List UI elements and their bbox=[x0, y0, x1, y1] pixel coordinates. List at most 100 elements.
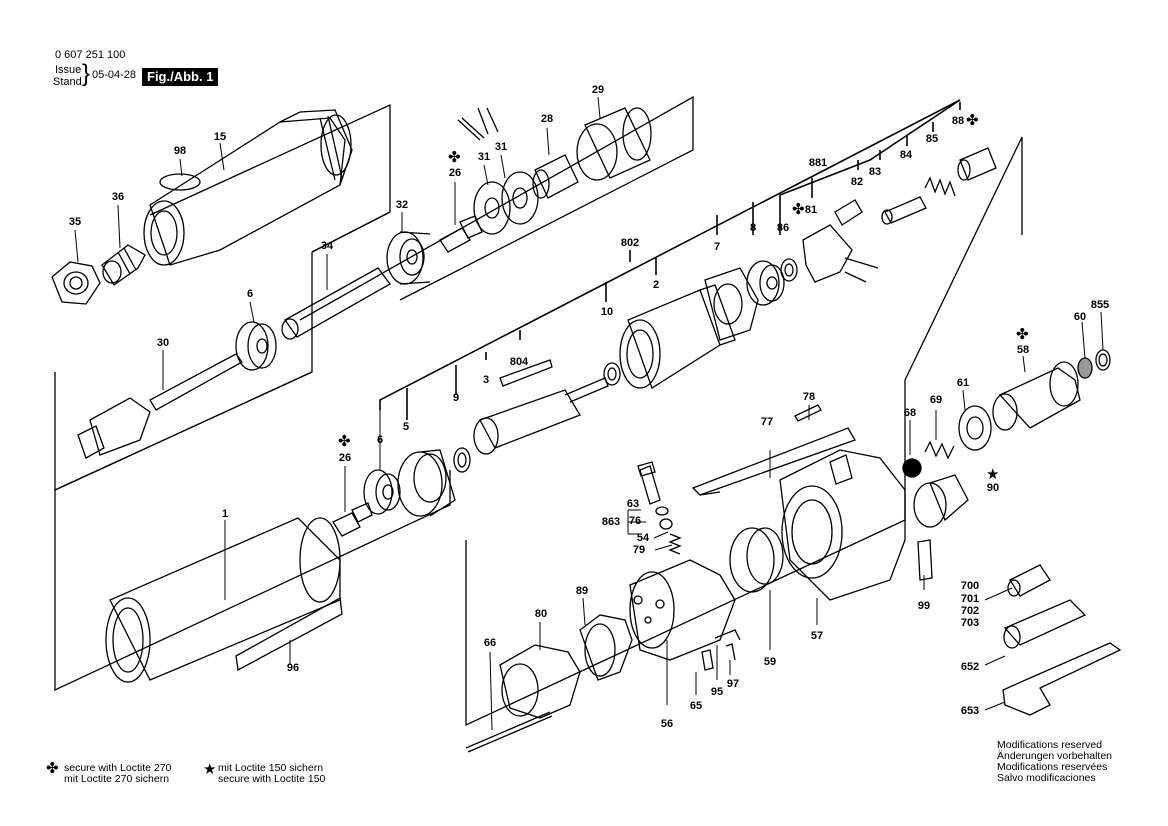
part-label-82: 82 bbox=[850, 176, 864, 188]
part-label-90: 90 bbox=[986, 482, 1000, 494]
part-855-ring bbox=[1095, 349, 1111, 371]
part-label-80: 80 bbox=[534, 608, 548, 620]
lower-right-frame bbox=[465, 136, 1023, 727]
part-89-filter bbox=[579, 614, 633, 681]
part-90-nipple bbox=[913, 474, 969, 528]
part-label-31-left: 31 bbox=[477, 151, 491, 163]
part-1-sleeve bbox=[105, 517, 341, 683]
part-79-spring bbox=[668, 533, 682, 555]
part-5-end-plate bbox=[397, 449, 456, 517]
part-15-housing bbox=[143, 109, 353, 266]
part-9-ring bbox=[453, 447, 471, 473]
part-86-ring bbox=[780, 258, 798, 282]
part-label-3: 3 bbox=[482, 374, 490, 386]
part-3-rotor bbox=[473, 377, 609, 455]
document-number: 0 607 251 100 bbox=[55, 49, 126, 61]
part-label-30: 30 bbox=[156, 337, 170, 349]
part-label-59: 59 bbox=[763, 656, 777, 668]
part-label-31-right: 31 bbox=[494, 141, 508, 153]
modifications-line3: Modifications reservées bbox=[997, 761, 1108, 773]
part-label-81: 81 bbox=[804, 204, 818, 216]
part-label-66: 66 bbox=[483, 637, 497, 649]
legend-loctite-270-line1: secure with Loctite 270 bbox=[64, 762, 172, 774]
part-57-housing bbox=[779, 449, 906, 601]
part-label-701: 701 bbox=[960, 593, 980, 605]
part-label-15: 15 bbox=[213, 131, 227, 143]
part-81-governor bbox=[802, 199, 879, 283]
part-26-screw-upper bbox=[439, 215, 483, 253]
modifications-line1: Modifications reserved bbox=[997, 739, 1103, 751]
part-label-96: 96 bbox=[286, 662, 300, 674]
part-label-86: 86 bbox=[776, 222, 790, 234]
part-10-ring bbox=[603, 362, 621, 386]
part-97-screw bbox=[725, 643, 736, 661]
part-label-1: 1 bbox=[221, 508, 229, 520]
part-700-nipple bbox=[1007, 564, 1051, 597]
part-label-79: 79 bbox=[632, 544, 646, 556]
loctite-270-marker-26-upper: ✤ bbox=[448, 149, 461, 166]
part-34-tube bbox=[281, 267, 391, 340]
part-label-56: 56 bbox=[660, 718, 674, 730]
part-54-ring bbox=[659, 518, 673, 530]
part-65-pin bbox=[701, 649, 714, 671]
part-label-78: 78 bbox=[802, 391, 816, 403]
part-label-97: 97 bbox=[726, 678, 740, 690]
part-652-coupling bbox=[1003, 599, 1087, 649]
part-label-54: 54 bbox=[636, 532, 650, 544]
part-96-strip bbox=[235, 596, 343, 672]
part-label-65: 65 bbox=[689, 700, 703, 712]
part-68-ball bbox=[902, 458, 922, 478]
part-label-29: 29 bbox=[591, 84, 605, 96]
part-label-653: 653 bbox=[960, 705, 980, 717]
part-95-spring-clip bbox=[714, 629, 741, 641]
part-label-99: 99 bbox=[917, 600, 931, 612]
part-69-spring bbox=[924, 440, 955, 460]
part-label-28: 28 bbox=[540, 113, 554, 125]
legend-loctite-150-line1: mit Loctite 150 sichern bbox=[218, 762, 324, 774]
part-85-spring bbox=[924, 176, 956, 197]
part-label-85: 85 bbox=[925, 133, 939, 145]
part-7-end-plate bbox=[704, 267, 759, 341]
legend-loctite-270-symbol: ✤ bbox=[46, 760, 59, 777]
part-label-855: 855 bbox=[1090, 299, 1110, 311]
part-label-702: 702 bbox=[960, 605, 980, 617]
part-35-nut bbox=[51, 261, 101, 305]
part-label-26-upper: 26 bbox=[448, 167, 462, 179]
part-label-6-lower: 6 bbox=[376, 434, 384, 446]
part-label-10: 10 bbox=[600, 306, 614, 318]
part-66-rod bbox=[465, 711, 553, 753]
part-label-8: 8 bbox=[749, 222, 757, 234]
part-26-screw-lower bbox=[332, 502, 373, 537]
part-60-screen bbox=[1077, 357, 1093, 379]
part-58-inlet-bushing bbox=[992, 361, 1081, 431]
issue-date: 05-04-28 bbox=[92, 69, 137, 81]
part-label-76: 76 bbox=[628, 515, 642, 527]
part-32-bearing bbox=[386, 231, 431, 285]
loctite-270-marker-26-lower: ✤ bbox=[338, 433, 351, 450]
loctite-270-marker-88: ✤ bbox=[966, 112, 979, 129]
part-label-863: 863 bbox=[601, 516, 621, 528]
part-56-inlet bbox=[629, 559, 736, 661]
issue-label: Issue bbox=[55, 64, 82, 76]
leader-lines bbox=[74, 96, 1104, 731]
loctite-270-marker-58: ✤ bbox=[1016, 326, 1029, 343]
part-label-34: 34 bbox=[320, 240, 334, 252]
part-77-lever bbox=[691, 427, 856, 496]
part-99-plate bbox=[917, 539, 933, 581]
group-bracket-lines bbox=[379, 99, 961, 420]
part-label-35: 35 bbox=[68, 216, 82, 228]
part-label-2: 2 bbox=[652, 279, 660, 291]
stand-label: Stand bbox=[53, 76, 82, 88]
part-label-26-lower: 26 bbox=[338, 452, 352, 464]
part-label-802: 802 bbox=[620, 237, 640, 249]
part-label-7: 7 bbox=[713, 241, 721, 253]
part-84-plug bbox=[881, 196, 927, 225]
part-28-sleeve bbox=[532, 154, 579, 199]
part-label-700: 700 bbox=[960, 580, 980, 592]
modifications-line2: Änderungen vorbehalten bbox=[997, 750, 1113, 762]
part-label-6-upper: 6 bbox=[246, 288, 254, 300]
part-59-ring bbox=[729, 527, 784, 593]
legend-loctite-270-line2: mit Loctite 270 sichern bbox=[64, 773, 170, 785]
part-label-32: 32 bbox=[395, 199, 409, 211]
